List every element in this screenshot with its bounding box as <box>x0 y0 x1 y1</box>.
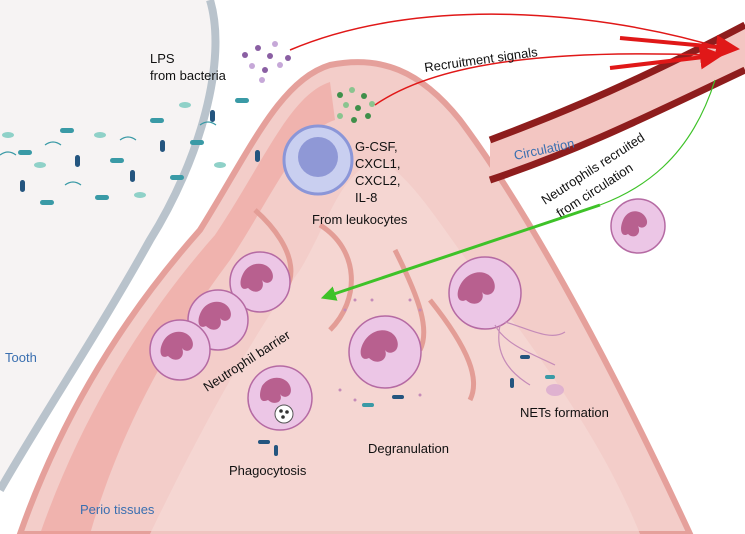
cytokine-signal-arrow <box>374 53 706 106</box>
neutrophil-barrier <box>149 251 291 381</box>
degranulating-neutrophil <box>338 298 422 407</box>
cytokine-label-1: G-CSF, <box>355 139 398 154</box>
perio-tissues-label: Perio tissues <box>80 502 155 517</box>
green-recruit-curve <box>599 79 716 206</box>
recruitment-signals-label: Recruitment signals <box>423 44 539 75</box>
tooth-label: Tooth <box>5 350 37 365</box>
cytokine-label-2: CXCL1, <box>355 156 401 171</box>
green-recruit-arrow <box>320 203 601 301</box>
lps-label-line1: LPS <box>150 51 175 66</box>
lps-label-line2: from bacteria <box>150 68 227 83</box>
phagocytosing-neutrophil <box>247 365 313 456</box>
from-leukocytes-label: From leukocytes <box>312 212 408 227</box>
epithelium-band <box>40 82 335 534</box>
nets-neutrophil <box>448 256 566 396</box>
bacteria-cluster <box>0 98 260 205</box>
degranulation-label: Degranulation <box>368 441 449 456</box>
phagocytosis-label: Phagocytosis <box>229 463 307 478</box>
recruitment-arrow-head-2 <box>609 45 724 70</box>
tooth-edge <box>0 0 220 492</box>
circulating-neutrophil <box>610 198 666 254</box>
cytokine-label-4: IL-8 <box>355 190 377 205</box>
cytokine-label-3: CXCL2, <box>355 173 401 188</box>
nets-formation-label: NETs formation <box>520 405 609 420</box>
lps-particles <box>242 41 291 83</box>
leukocyte-cell <box>282 124 354 196</box>
cytokine-particles <box>337 87 375 123</box>
lps-signal-arrow <box>289 13 729 51</box>
